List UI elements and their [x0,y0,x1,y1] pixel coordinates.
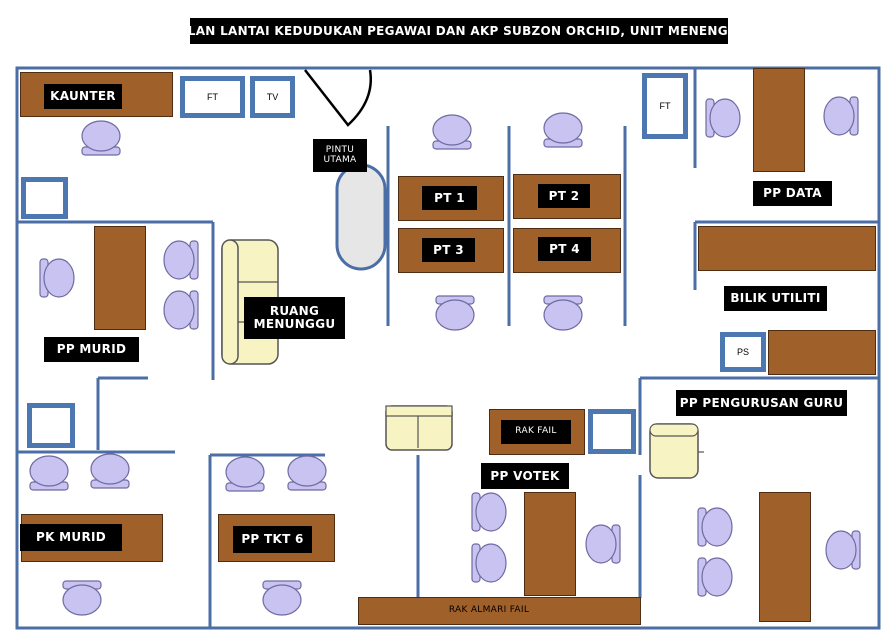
pp-votek-desk [524,492,576,596]
ps-shelf [768,330,876,375]
outer-wall [15,66,881,630]
kaunter-label: KAUNTER [44,84,122,109]
pt2-label: PT 2 [538,184,590,208]
pp-tkt6-label: PP TKT 6 [233,526,312,553]
small-sofa-center [385,405,453,451]
bilik-utiliti-label: BILIK UTILITI [724,286,827,311]
pt1-label: PT 1 [422,186,477,210]
armchair-right [649,423,704,479]
ft-window-right: FT [642,73,688,139]
pp-pengurusan-guru-label: PP PENGURUSAN GURU [676,390,847,416]
pintu-utama-label: PINTU UTAMA [313,139,367,172]
window-left-mid [27,403,75,448]
utiliti-shelf [698,226,876,271]
ft-window-top: FT [180,76,245,118]
floor-plan-title: PELAN LANTAI KEDUDUKAN PEGAWAI DAN AKP S… [170,18,748,44]
pt2-desk [513,174,621,219]
waiting-area-oval [335,163,387,271]
ruang-menunggu-label: RUANG MENUNGGU [244,297,345,339]
pk-murid-label: PK MURID [20,524,122,551]
interior-walls [17,68,879,628]
pt4-label: PT 4 [538,237,591,261]
tv-window: TV [250,76,295,118]
pp-votek-label: PP VOTEK [481,463,569,489]
pp-murid-desk [94,226,146,330]
pp-data-label: PP DATA [753,181,832,206]
window-left-top [21,177,68,219]
pp-murid-label: PP MURID [44,337,139,362]
pt3-label: PT 3 [422,238,475,262]
pt3-desk [398,228,504,273]
ps-window: PS [720,332,766,372]
pp-pengurusan-guru-desk [759,492,811,622]
pp-data-desk [753,68,805,172]
window-rak-fail [588,409,636,454]
rak-almari-desk [358,597,641,625]
rak-fail-label: RAK FAIL [501,420,571,444]
main-door-swing [304,69,372,127]
rak-almari-fail-label: RAK ALMARI FAIL [448,605,530,616]
